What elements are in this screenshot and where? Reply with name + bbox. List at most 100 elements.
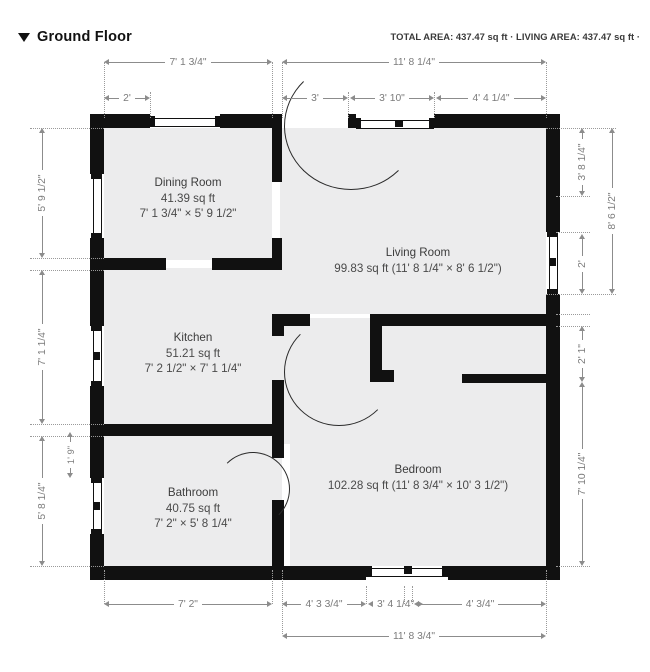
dim-bar — [355, 97, 376, 99]
dim-cap-right — [39, 128, 45, 133]
dim-cap-left — [67, 473, 73, 478]
dim-bar — [134, 97, 146, 99]
wall-exterior-bottom-left — [90, 566, 286, 580]
window-stub — [91, 174, 102, 179]
dim-bar — [287, 635, 389, 637]
dim-right-4-wrap: 7' 10 1/4" — [576, 382, 588, 566]
dim-left-1-wrap: 5' 9 1/2" — [36, 128, 48, 258]
dim-top-inner-2: 3' — [282, 92, 349, 104]
dim-top-inner-1: 2' — [104, 92, 151, 104]
dim-label: 8' 6 1/2" — [606, 192, 618, 230]
dim-bar — [287, 61, 389, 63]
room-dimensions: 7' 1 3/4" × 5' 9 1/2" — [139, 207, 237, 220]
dim-right-2-wrap: 2' — [576, 233, 588, 294]
dim-cap-right — [609, 128, 615, 133]
window-stub — [91, 529, 102, 534]
dim-bottom-inner-1: 7' 2" — [104, 598, 272, 610]
dim-right-outer-wrap: 8' 6 1/2" — [606, 128, 618, 294]
dim-top-outer-2: 11' 8 1/4" — [282, 56, 547, 68]
dim-top-outer-1: 7' 1 3/4" — [104, 56, 272, 68]
dim-cap-right — [579, 326, 585, 331]
dim-cap-right — [267, 601, 272, 607]
dim-cap-right — [541, 633, 547, 639]
dim-cap-right — [541, 95, 546, 101]
room-fill-entry — [280, 128, 290, 314]
dim-right-3: 2' 1" — [576, 326, 588, 382]
dim-cap-right — [541, 59, 547, 65]
dim-cap-left — [104, 95, 109, 101]
dim-label: 4' 3 3/4" — [305, 598, 343, 610]
ext-line — [104, 570, 105, 604]
dim-cap-right — [361, 601, 366, 607]
dim-cap-right — [267, 59, 272, 65]
dim-bar — [109, 603, 175, 605]
dim-bar — [109, 61, 166, 63]
window-stub — [404, 566, 412, 574]
dim-cap-right — [541, 601, 546, 607]
dim-bar — [581, 367, 583, 377]
dim-cap-right — [39, 436, 45, 441]
floor-toggle-button[interactable]: Ground Floor — [18, 29, 132, 45]
triangle-down-icon — [18, 32, 30, 42]
ext-line — [412, 586, 413, 604]
wall-exterior-right-a — [546, 114, 560, 232]
window-dining-left — [93, 174, 102, 238]
dim-bottom-inner-4: 4' 3/4" — [414, 598, 546, 610]
window-stub — [547, 232, 558, 237]
window-stub — [215, 116, 220, 127]
ext-line — [272, 62, 273, 118]
wall-exterior-top-right — [434, 114, 560, 128]
wall-exterior-top-mid — [220, 114, 282, 128]
dim-label: 4' 3/4" — [465, 598, 495, 610]
dim-cap-left — [368, 601, 373, 607]
ext-line — [556, 566, 590, 567]
window-stub — [91, 233, 102, 238]
dim-right-1: 3' 8 1/4" — [576, 128, 588, 196]
ext-line — [272, 570, 273, 604]
window-stub — [150, 116, 155, 127]
dim-bar — [513, 97, 541, 99]
dim-bar — [419, 603, 462, 605]
dim-bar — [581, 133, 583, 140]
dim-label: 3' — [311, 92, 319, 104]
room-name: Bathroom — [167, 486, 219, 499]
dim-bar — [69, 437, 71, 442]
ext-line — [366, 586, 367, 604]
dim-bar — [581, 499, 583, 561]
dim-bar — [439, 61, 542, 63]
ext-line — [404, 586, 405, 604]
wall-entry-jamb-left — [274, 114, 282, 128]
dim-label: 1' 9" — [64, 445, 76, 465]
dim-left-1: 5' 9 1/2" — [36, 128, 48, 258]
ext-line — [30, 270, 104, 271]
wall-closet-top — [370, 314, 550, 326]
dim-label: 7' 1 1/4" — [36, 328, 48, 366]
dim-label: 7' 1 3/4" — [169, 56, 207, 68]
dim-right-outer: 8' 6 1/2" — [606, 128, 618, 294]
room-name: Bedroom — [394, 463, 442, 476]
dim-cap-right — [343, 95, 349, 101]
dim-cap-left — [579, 561, 585, 566]
dim-cap-left — [609, 289, 615, 294]
dim-bar — [287, 97, 308, 99]
dim-cap-left — [39, 253, 45, 258]
wall-kitchen-right — [272, 314, 284, 336]
dim-right-2: 2' — [576, 233, 588, 294]
ext-line — [348, 92, 349, 118]
dim-cap-left — [104, 601, 109, 607]
dim-bar — [581, 331, 583, 341]
door-arc-bathroom — [216, 452, 290, 526]
ext-line — [546, 128, 616, 129]
dim-label: 3' 10" — [379, 92, 405, 104]
wall-interior-vertical-upper — [272, 128, 282, 182]
room-name: Kitchen — [173, 331, 213, 344]
window-stub — [429, 118, 434, 129]
room-dimensions: 7' 2 1/2" × 7' 1 1/4" — [144, 362, 242, 375]
ext-line — [556, 196, 590, 197]
ext-line — [104, 62, 105, 118]
dim-label: 2' 1" — [576, 344, 588, 364]
dim-bar — [346, 603, 361, 605]
dim-right-1-wrap: 3' 8 1/4" — [576, 128, 588, 196]
dim-cap-right — [429, 95, 435, 101]
